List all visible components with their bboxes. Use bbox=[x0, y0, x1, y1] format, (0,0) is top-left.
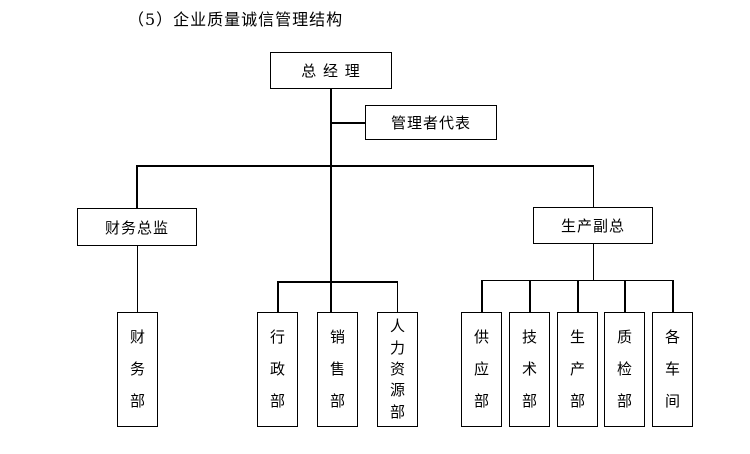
connector-production-vp-bottom bbox=[592, 243, 594, 281]
chart-title: （5）企业质量诚信管理结构 bbox=[128, 10, 344, 29]
connector-production-drop-4 bbox=[624, 280, 626, 312]
box-dept-quality-inspection: 质检部 bbox=[604, 312, 645, 427]
connector-production-drop-1 bbox=[481, 280, 483, 312]
box-dept-human-resources: 人力资源部 bbox=[377, 312, 418, 427]
connector-production-drop-3 bbox=[577, 280, 579, 312]
connector-middle-horizontal bbox=[277, 281, 398, 283]
connector-main-horizontal bbox=[136, 165, 594, 167]
connector-production-drop-2 bbox=[529, 280, 531, 312]
box-dept-workshops: 各车间 bbox=[652, 312, 693, 427]
box-production-vp: 生产副总 bbox=[533, 207, 653, 244]
connector-gm-vertical bbox=[330, 89, 332, 312]
connector-middle-drop-1 bbox=[277, 281, 279, 312]
box-dept-supply: 供应部 bbox=[461, 312, 502, 427]
box-dept-sales: 销售部 bbox=[317, 312, 358, 427]
box-dept-technology: 技术部 bbox=[509, 312, 550, 427]
connector-middle-drop-3 bbox=[396, 281, 398, 312]
box-management-representative: 管理者代表 bbox=[365, 105, 497, 140]
connector-production-vp-top bbox=[592, 165, 594, 208]
box-finance-director: 财务总监 bbox=[77, 208, 197, 246]
connector-production-drop-5 bbox=[672, 280, 674, 312]
box-general-manager: 总 经 理 bbox=[270, 52, 392, 89]
connector-finance-director-top bbox=[136, 165, 138, 209]
connector-management-rep bbox=[331, 122, 365, 124]
connector-finance-dept-drop bbox=[136, 245, 138, 312]
box-dept-production: 生产部 bbox=[557, 312, 598, 427]
box-dept-finance: 财务部 bbox=[117, 312, 158, 427]
box-dept-administration: 行政部 bbox=[257, 312, 298, 427]
